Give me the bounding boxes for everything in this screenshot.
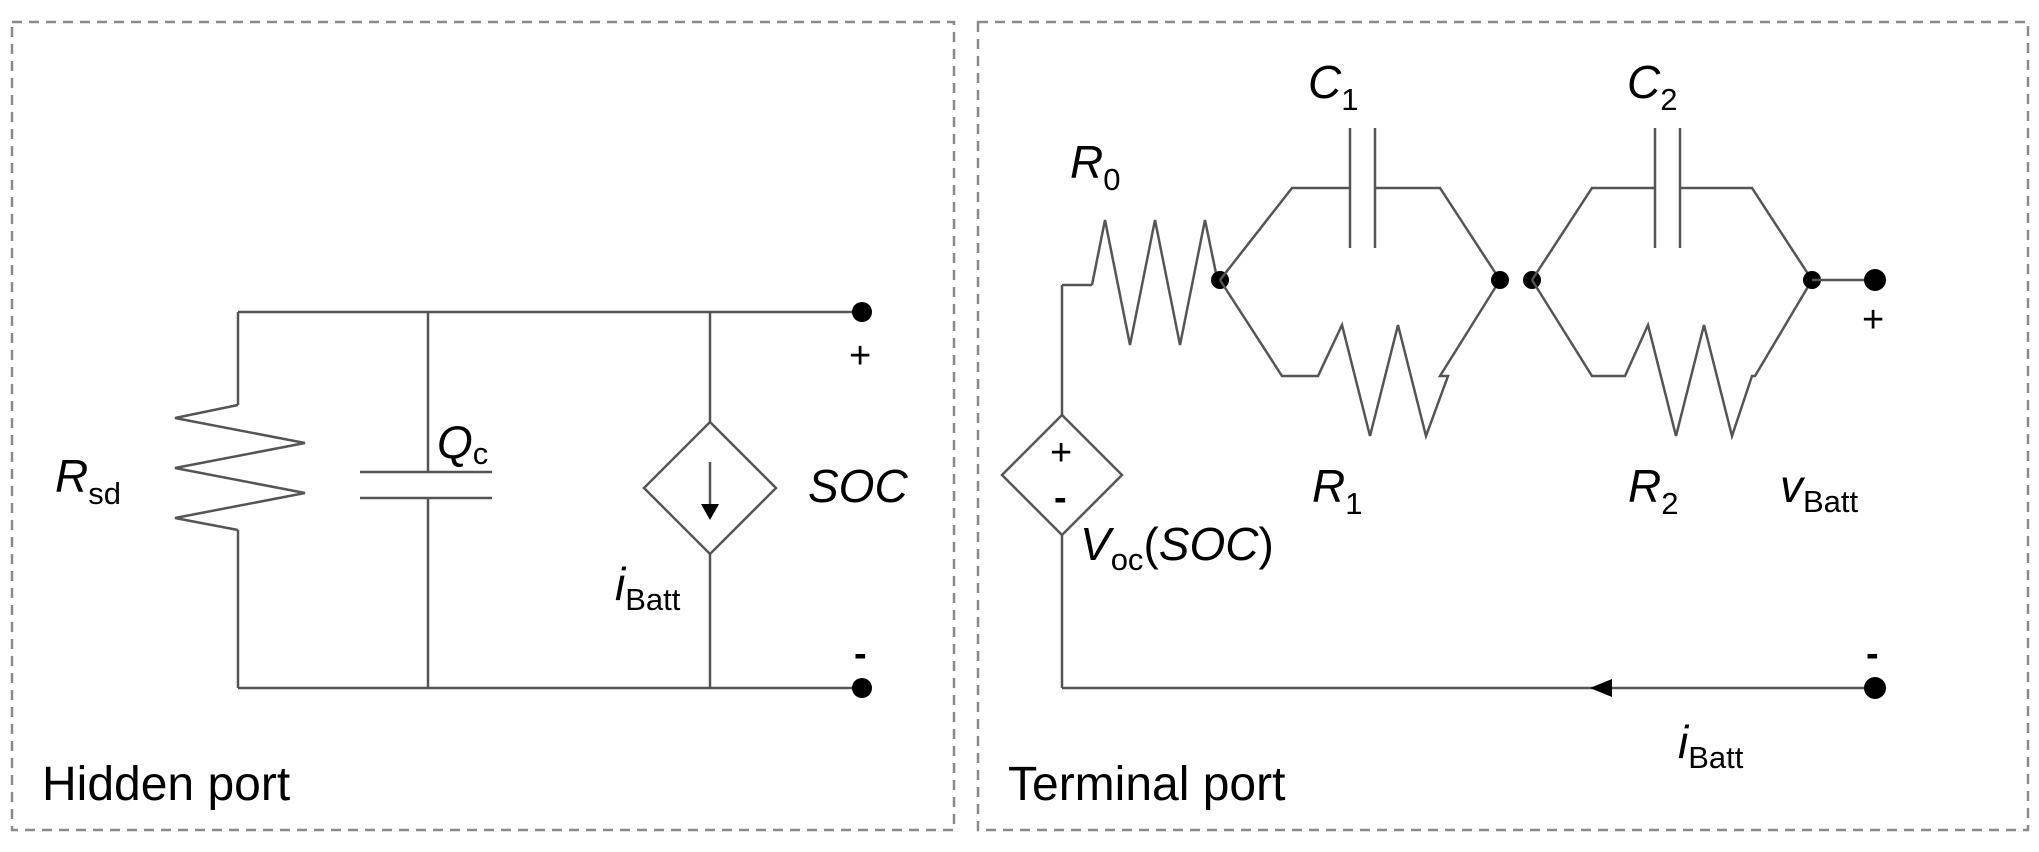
terminal-port-circuit: + - bbox=[1000, 56, 1886, 775]
terminal-plus-sign: + bbox=[1862, 299, 1884, 341]
terminal-positive bbox=[1864, 269, 1886, 291]
hidden-port-circuit: Rsd Qc iBatt SOC + - bbox=[55, 302, 908, 698]
ibatt-hidden-label: iBatt bbox=[615, 558, 681, 617]
hidden-positive-terminal bbox=[852, 302, 872, 322]
current-arrow-icon bbox=[1590, 679, 1612, 697]
qc-label: Qc bbox=[437, 416, 488, 471]
ocv-voltage-source: + - bbox=[1000, 413, 1124, 537]
voc-label: Voc(SOC) bbox=[1080, 518, 1274, 577]
terminal-port-panel bbox=[976, 20, 2030, 832]
dependent-current-source bbox=[642, 312, 778, 688]
ibatt-terminal-label: iBatt bbox=[1678, 716, 1744, 775]
soc-label: SOC bbox=[808, 460, 908, 512]
rc-pair-1 bbox=[1218, 128, 1502, 441]
hidden-port-title: Hidden port bbox=[42, 758, 290, 811]
hidden-minus-sign: - bbox=[854, 633, 867, 675]
source-plus-sign: + bbox=[1050, 432, 1072, 474]
r1-label: R1 bbox=[1312, 460, 1362, 521]
hidden-plus-sign: + bbox=[849, 335, 871, 377]
terminal-negative bbox=[1864, 677, 1886, 699]
hidden-port-panel bbox=[10, 20, 956, 832]
node-2 bbox=[1491, 271, 1509, 289]
rsd-label: Rsd bbox=[55, 450, 121, 511]
terminal-minus-sign: - bbox=[1866, 633, 1879, 675]
series-resistor-r0 bbox=[1062, 219, 1220, 346]
self-discharge-resistor bbox=[174, 312, 306, 688]
capacity-capacitor bbox=[360, 312, 492, 688]
source-minus-sign: - bbox=[1054, 477, 1067, 519]
terminal-port-title: Terminal port bbox=[1008, 758, 1285, 811]
c2-label: C2 bbox=[1627, 56, 1677, 117]
r0-label: R0 bbox=[1070, 136, 1120, 197]
rc-pair-2 bbox=[1530, 128, 1814, 441]
arrow-head-icon bbox=[701, 504, 719, 520]
vbatt-label: vBatt bbox=[1780, 460, 1859, 519]
c1-label: C1 bbox=[1308, 56, 1358, 117]
r2-label: R2 bbox=[1628, 460, 1678, 521]
hidden-negative-terminal bbox=[852, 678, 872, 698]
